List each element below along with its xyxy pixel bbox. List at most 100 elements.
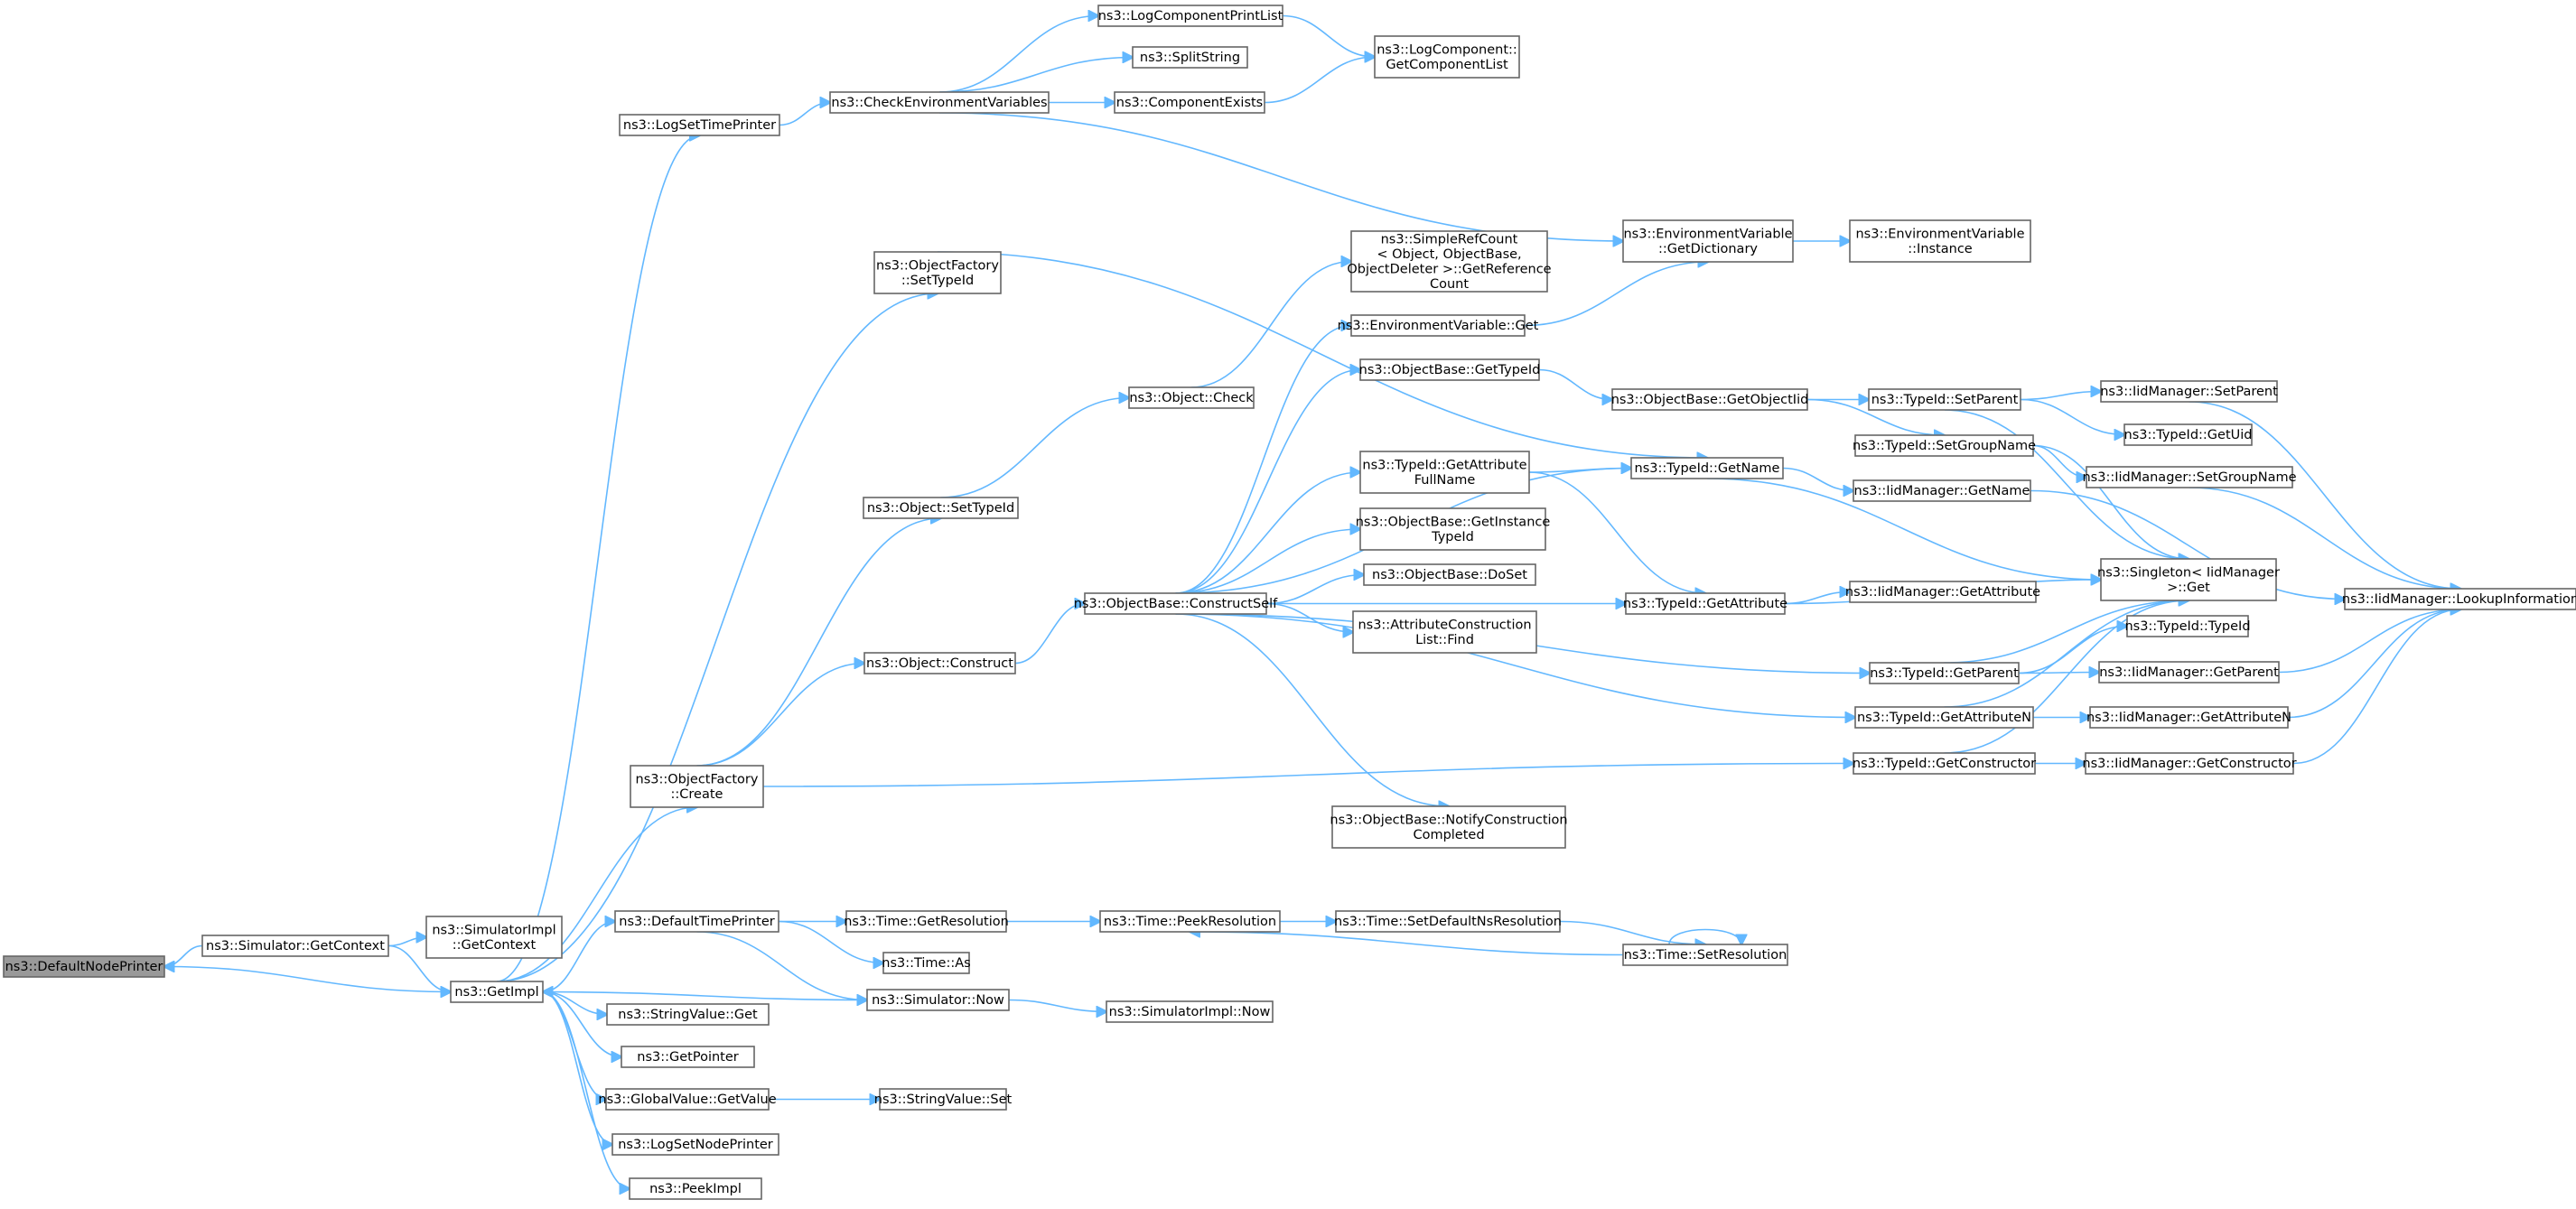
edge-obgoi-to-tisgn bbox=[1806, 398, 1945, 436]
node-simimplnow[interactable]: ns3::SimulatorImpl::Now bbox=[1106, 1000, 1274, 1023]
edge-simnow-to-simimplnow bbox=[1008, 999, 1106, 1012]
node-simpleref[interactable]: ns3::SimpleRefCount< Object, ObjectBase,… bbox=[1347, 230, 1552, 293]
node-tiga[interactable]: ns3::TypeId::GetAttribute bbox=[1623, 592, 1787, 615]
node-tiTypeId[interactable]: ns3::TypeId::TypeId bbox=[2124, 615, 2251, 637]
edge-simgc-to-dnp bbox=[164, 944, 203, 967]
node-label: ::Create bbox=[671, 787, 723, 802]
node-box bbox=[1868, 388, 2021, 411]
node-box bbox=[879, 1088, 1007, 1111]
node-label: ns3::IidManager::SetParent bbox=[2100, 385, 2278, 399]
node-objcheck[interactable]: ns3::Object::Check bbox=[1128, 386, 1255, 409]
node-box bbox=[2100, 558, 2277, 601]
node-box bbox=[2089, 706, 2289, 729]
node-envgd[interactable]: ns3::EnvironmentVariable::GetDictionary bbox=[1622, 219, 1794, 263]
edge-tisp-to-singget bbox=[1944, 409, 2189, 559]
node-split[interactable]: ns3::SplitString bbox=[1132, 46, 1248, 69]
edge-imgc-to-imli bbox=[2292, 609, 2460, 765]
node-timegr[interactable]: ns3::Time::GetResolution bbox=[844, 910, 1009, 933]
edge-objcheck-to-simpleref bbox=[1190, 262, 1351, 388]
node-getptr[interactable]: ns3::GetPointer bbox=[621, 1046, 755, 1068]
node-svget[interactable]: ns3::StringValue::Get bbox=[606, 1003, 770, 1026]
node-obnc[interactable]: ns3::ObjectBase::NotifyConstructionCompl… bbox=[1330, 805, 1568, 849]
node-label: ns3::TypeId::GetAttribute bbox=[1623, 597, 1787, 611]
node-label: ::GetContext bbox=[453, 938, 537, 953]
node-obgoi[interactable]: ns3::ObjectBase::GetObjectIid bbox=[1611, 388, 1809, 411]
node-box bbox=[1350, 314, 1526, 337]
node-label: ns3::Object::Construct bbox=[866, 656, 1013, 671]
edge-obcs-to-obdoset bbox=[1265, 575, 1364, 605]
node-logsnp[interactable]: ns3::LogSetNodePrinter bbox=[611, 1133, 779, 1156]
node-imgp[interactable]: ns3::IidManager::GetParent bbox=[2098, 661, 2280, 684]
node-tisp[interactable]: ns3::TypeId::SetParent bbox=[1868, 388, 2021, 411]
node-box bbox=[1350, 230, 1548, 293]
node-obcs[interactable]: ns3::ObjectBase::ConstructSelf bbox=[1074, 592, 1278, 615]
node-envinst[interactable]: ns3::EnvironmentVariable::Instance bbox=[1849, 219, 2031, 263]
node-label: ns3::SimulatorImpl::Now bbox=[1109, 1005, 1271, 1019]
node-obgti[interactable]: ns3::ObjectBase::GetTypeId bbox=[1359, 358, 1541, 381]
edge-imgan-to-imli bbox=[2287, 609, 2460, 719]
node-label: ns3::GlobalValue::GetValue bbox=[598, 1093, 776, 1107]
node-simgc[interactable]: ns3::Simulator::GetContext bbox=[201, 935, 389, 957]
edge-getimpl-to-peekimpl bbox=[542, 990, 630, 1189]
node-logstp[interactable]: ns3::LogSetTimePrinter bbox=[619, 114, 780, 136]
node-box bbox=[1363, 563, 1536, 586]
node-peekimpl[interactable]: ns3::PeekImpl bbox=[629, 1177, 762, 1200]
node-svset[interactable]: ns3::StringValue::Set bbox=[874, 1088, 1013, 1111]
node-box bbox=[450, 981, 544, 1003]
node-label: ns3::ObjectFactory bbox=[636, 772, 759, 786]
node-tigu[interactable]: ns3::TypeId::GetUid bbox=[2123, 423, 2253, 446]
edge-simgc-to-getimpl bbox=[387, 944, 451, 992]
node-box bbox=[1849, 219, 2031, 263]
node-objcons[interactable]: ns3::Object::Construct bbox=[863, 652, 1016, 674]
node-objsti[interactable]: ns3::Object::SetTypeId bbox=[863, 497, 1019, 519]
node-label: ns3::LogComponent:: bbox=[1377, 42, 1517, 57]
node-envget[interactable]: ns3::EnvironmentVariable::Get bbox=[1338, 314, 1539, 337]
edge-objsti-to-objcheck bbox=[940, 398, 1130, 498]
node-imsp[interactable]: ns3::IidManager::SetParent bbox=[2100, 380, 2278, 403]
node-gvgv[interactable]: ns3::GlobalValue::GetValue bbox=[598, 1088, 777, 1111]
node-label: ns3::IidManager::LookupInformation bbox=[2342, 592, 2576, 607]
node-imga[interactable]: ns3::IidManager::GetAttribute bbox=[1845, 581, 2040, 603]
node-getimpl[interactable]: ns3::GetImpl bbox=[450, 981, 544, 1003]
node-imgc[interactable]: ns3::IidManager::GetConstructor bbox=[2082, 752, 2297, 775]
node-label: ns3::IidManager::GetName bbox=[1854, 484, 2030, 498]
node-tigan[interactable]: ns3::TypeId::GetAttributeN bbox=[1854, 706, 2034, 729]
node-box bbox=[2098, 661, 2280, 684]
node-imgan[interactable]: ns3::IidManager::GetAttributeN bbox=[2086, 706, 2291, 729]
node-tigc[interactable]: ns3::TypeId::GetConstructor bbox=[1853, 752, 2036, 775]
node-timesdnr[interactable]: ns3::Time::SetDefaultNsResolution bbox=[1334, 910, 1562, 933]
node-compex[interactable]: ns3::ComponentExists bbox=[1114, 91, 1265, 114]
node-lcgcl[interactable]: ns3::LogComponent::GetComponentList bbox=[1374, 35, 1520, 79]
node-box bbox=[630, 765, 764, 808]
node-tisgn[interactable]: ns3::TypeId::SetGroupName bbox=[1853, 434, 2036, 457]
node-cev[interactable]: ns3::CheckEnvironmentVariables bbox=[829, 91, 1050, 114]
node-dnp[interactable]: ns3::DefaultNodePrinter bbox=[3, 955, 165, 978]
node-tigp[interactable]: ns3::TypeId::GetParent bbox=[1869, 662, 2020, 684]
node-imgn[interactable]: ns3::IidManager::GetName bbox=[1853, 479, 2031, 502]
node-obdoset[interactable]: ns3::ObjectBase::DoSet bbox=[1363, 563, 1536, 586]
node-singget[interactable]: ns3::Singleton< IidManager>::Get bbox=[2097, 558, 2280, 601]
node-imli[interactable]: ns3::IidManager::LookupInformation bbox=[2342, 588, 2576, 610]
node-lcpl[interactable]: ns3::LogComponentPrintList bbox=[1097, 5, 1283, 27]
node-box bbox=[2344, 588, 2576, 610]
node-label: ns3::TypeId::SetParent bbox=[1871, 393, 2019, 407]
node-timesr[interactable]: ns3::Time::SetResolution bbox=[1622, 944, 1788, 966]
node-ofcreate[interactable]: ns3::ObjectFactory::Create bbox=[630, 765, 764, 808]
node-timepr[interactable]: ns3::Time::PeekResolution bbox=[1099, 910, 1281, 933]
node-timeas[interactable]: ns3::Time::As bbox=[882, 952, 971, 974]
node-imsgn[interactable]: ns3::IidManager::SetGroupName bbox=[2082, 466, 2297, 488]
node-simimplgc[interactable]: ns3::SimulatorImpl::GetContext bbox=[425, 916, 563, 959]
node-tign[interactable]: ns3::TypeId::GetName bbox=[1630, 457, 1784, 479]
node-box bbox=[1853, 479, 2031, 502]
node-ofsti[interactable]: ns3::ObjectFactory::SetTypeId bbox=[873, 251, 1002, 294]
node-label: ns3::TypeId::GetParent bbox=[1870, 666, 2019, 681]
node-label: ns3::IidManager::GetParent bbox=[2099, 665, 2279, 680]
node-simnow[interactable]: ns3::Simulator::Now bbox=[866, 989, 1010, 1011]
node-dtp[interactable]: ns3::DefaultTimePrinter bbox=[614, 910, 779, 933]
node-label: ns3::LogComponentPrintList bbox=[1098, 9, 1283, 23]
node-box bbox=[425, 916, 563, 959]
node-label: ns3::ObjectBase::GetInstance bbox=[1356, 515, 1551, 529]
